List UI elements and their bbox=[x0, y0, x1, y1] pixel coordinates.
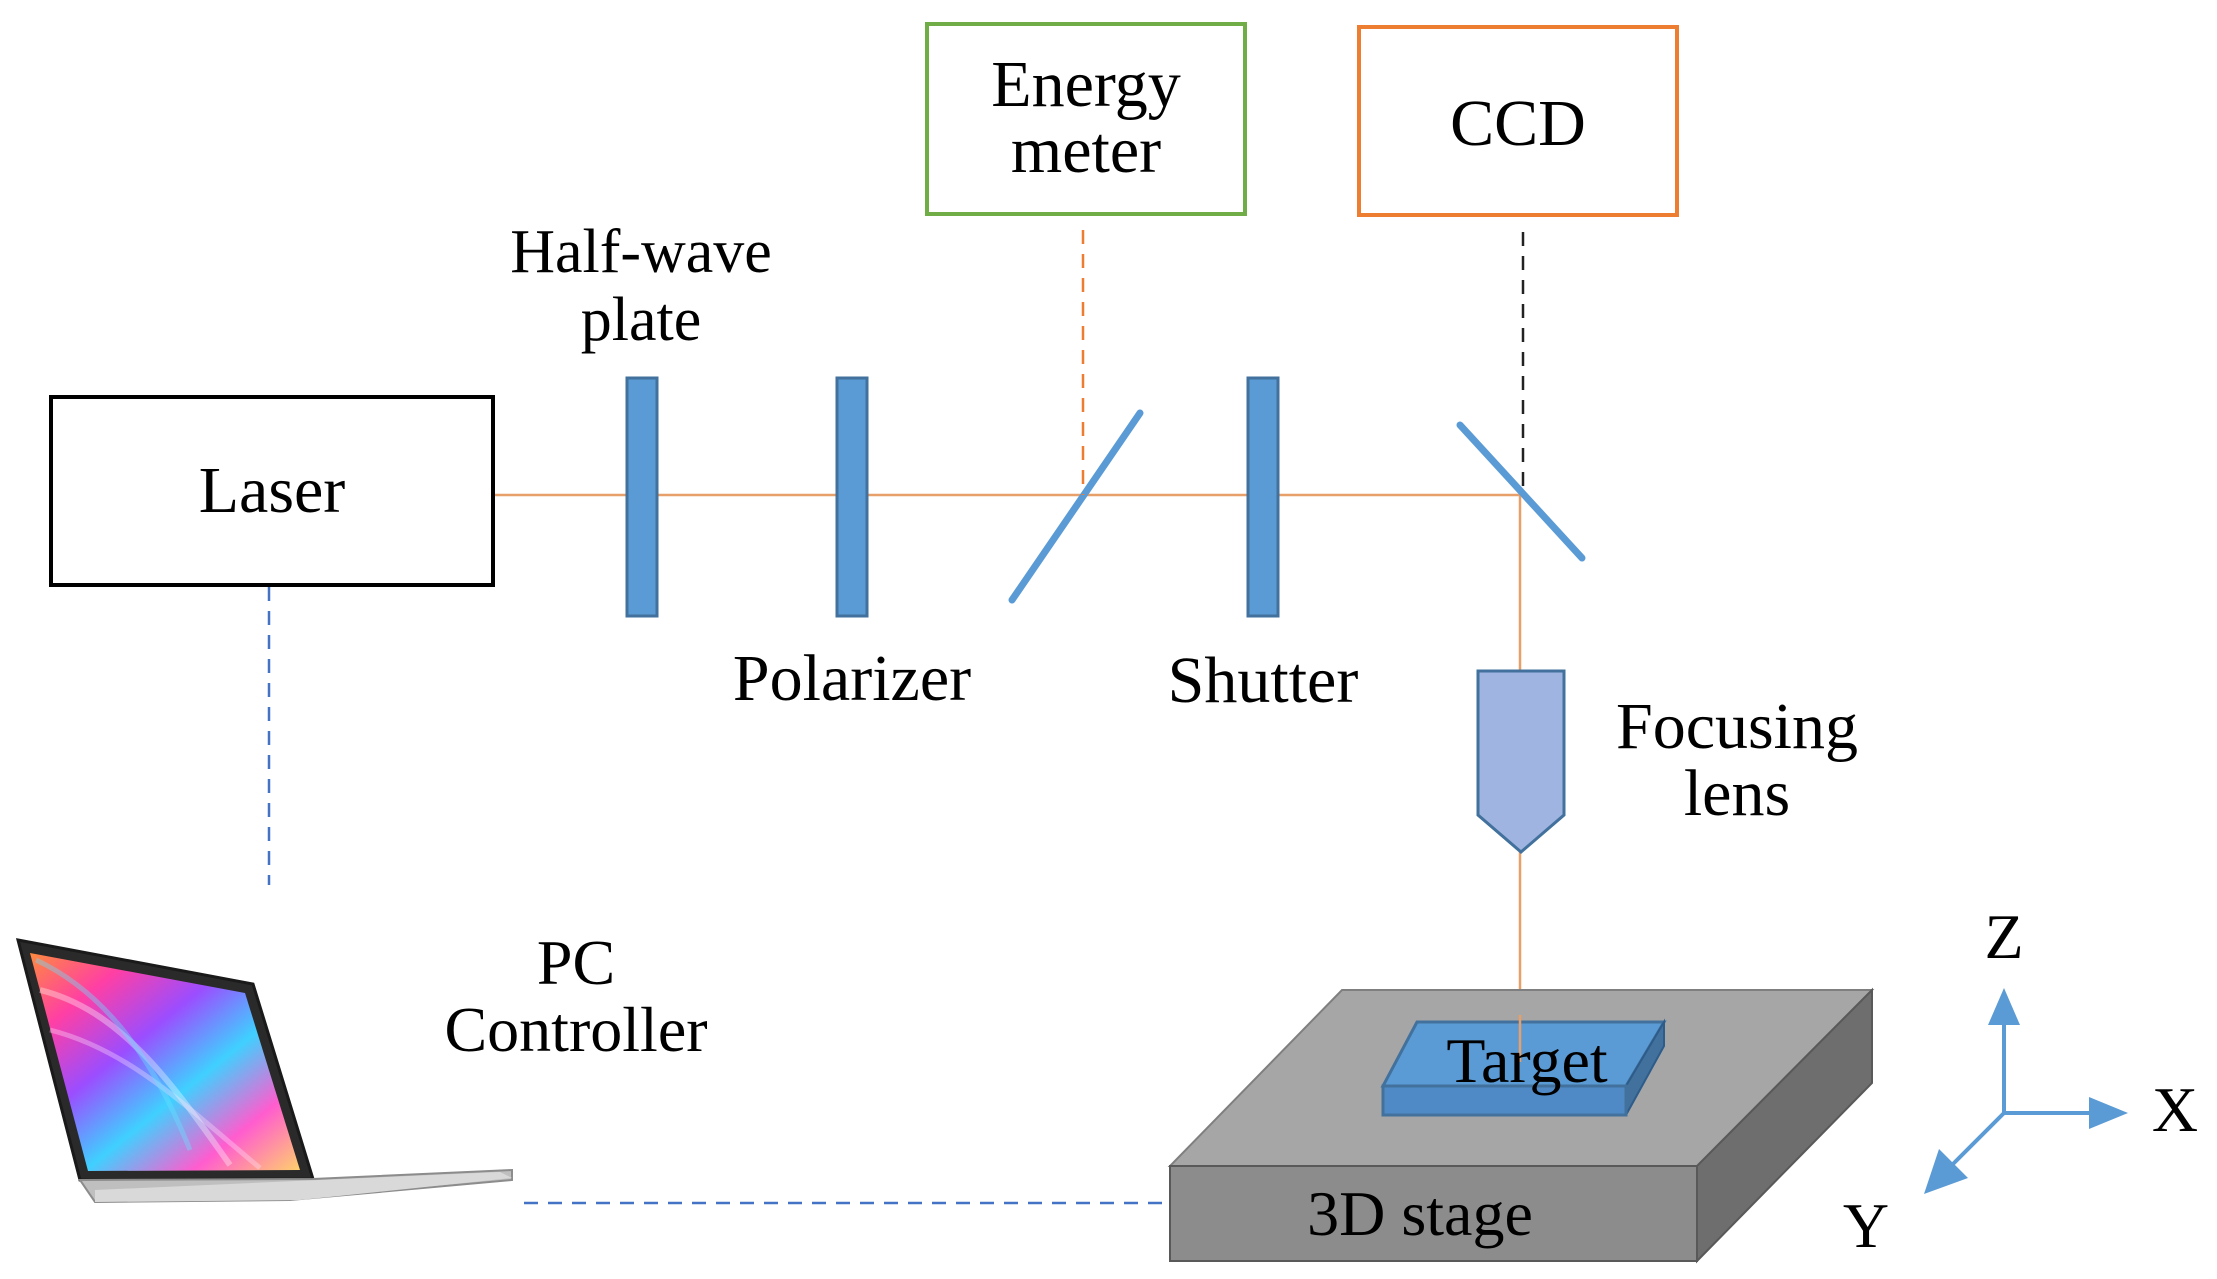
half-wave-plate bbox=[625, 376, 659, 618]
beam-splitter-1 bbox=[1008, 409, 1144, 604]
laser-box: Laser bbox=[49, 395, 495, 587]
axis-z-arrow bbox=[1988, 988, 2020, 1025]
laser-label: Laser bbox=[199, 454, 346, 527]
polarizer bbox=[835, 376, 869, 618]
focusing-lens-label-line1: Focusing bbox=[1616, 690, 1858, 763]
pc-label-line1: PC bbox=[537, 927, 615, 998]
ccd-box: CCD bbox=[1357, 25, 1679, 217]
target-front bbox=[1381, 1084, 1628, 1117]
target bbox=[1380, 1018, 1667, 1117]
ccd-label: CCD bbox=[1450, 87, 1586, 160]
laptop-icon bbox=[15, 938, 513, 1204]
energy-meter-box: Energy meter bbox=[925, 22, 1247, 216]
axis-y-arrow bbox=[1924, 1149, 1968, 1194]
axis-x-label: X bbox=[2152, 1074, 2198, 1145]
focusing-lens-label-line2: lens bbox=[1684, 757, 1790, 830]
shutter bbox=[1246, 376, 1280, 618]
laptop-screen bbox=[30, 953, 300, 1171]
axes-indicator: Z X Y bbox=[1843, 901, 2198, 1261]
stage-front bbox=[1169, 1165, 1698, 1262]
axis-y-line bbox=[1950, 1111, 2006, 1167]
axis-y-label: Y bbox=[1843, 1190, 1889, 1261]
half-wave-plate-label-line2: plate bbox=[581, 286, 702, 354]
target-label: Target bbox=[1446, 1025, 1608, 1096]
energy-meter-label-line1: Energy bbox=[991, 48, 1180, 121]
shutter-label: Shutter bbox=[1168, 644, 1359, 717]
focusing-lens bbox=[1476, 669, 1566, 854]
half-wave-plate-label-line1: Half-wave bbox=[510, 218, 772, 286]
axis-x-arrow bbox=[2089, 1097, 2128, 1129]
stage: 3D stage bbox=[1167, 987, 1875, 1264]
energy-meter-label-line2: meter bbox=[1011, 114, 1161, 187]
stage-label: 3D stage bbox=[1307, 1178, 1533, 1249]
polarizer-label: Polarizer bbox=[733, 642, 971, 715]
beam-splitter-2 bbox=[1456, 421, 1586, 562]
pc-label-line2: Controller bbox=[444, 994, 707, 1065]
axis-z-label: Z bbox=[1984, 901, 2023, 972]
